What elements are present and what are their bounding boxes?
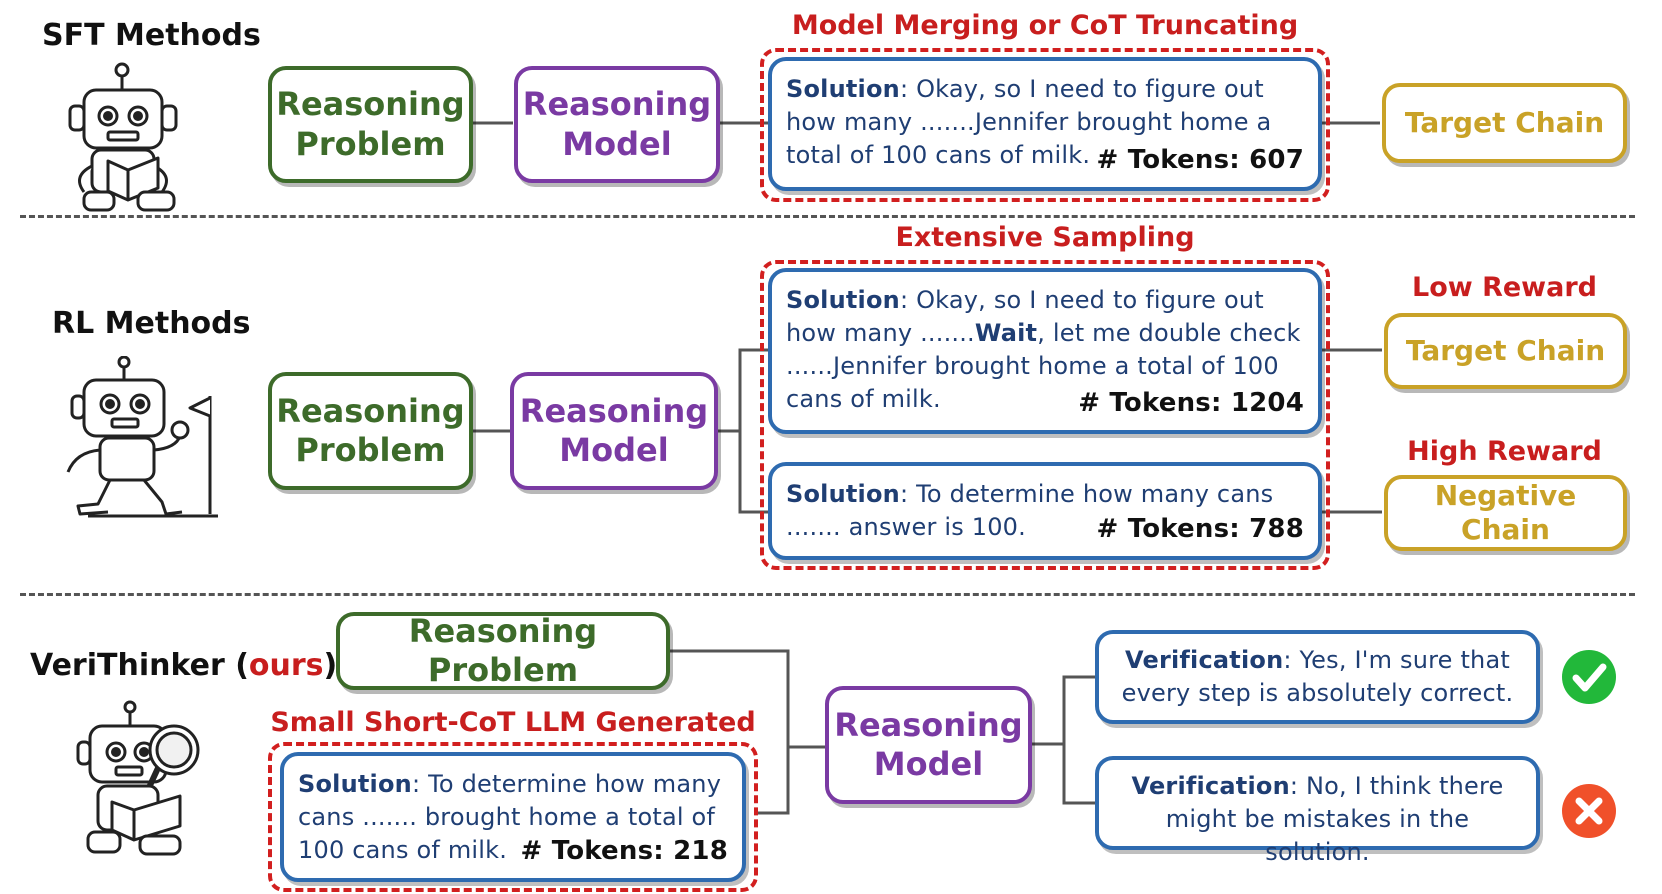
title-ours-highlight: ours	[248, 648, 324, 683]
title-end: )	[323, 648, 338, 683]
verification-text: : Yes, I'm sure that every step is absol…	[1121, 646, 1514, 708]
solution-key: Solution	[786, 75, 900, 103]
solution-text: : To determine how many cans ....... ans…	[786, 480, 1274, 542]
ours-link-problem-model	[670, 649, 825, 749]
token-count: # Tokens: 1204	[1078, 388, 1304, 419]
verification-key: Verification	[1125, 646, 1284, 674]
sft-reasoning-model-box: Reasoning Model	[514, 66, 720, 183]
solution-key: Solution	[786, 480, 900, 508]
verification-text: : No, I think there might be mistakes in…	[1165, 772, 1504, 867]
solution-text: : Okay, so I need to figure out how many…	[786, 75, 1272, 170]
walking-robot-with-flag-icon	[66, 356, 218, 518]
rl-reasoning-problem-box: Reasoning Problem	[268, 372, 473, 490]
rl-link-model-sol1	[716, 348, 768, 433]
solution-key: Solution	[786, 286, 900, 314]
token-count: # Tokens: 218	[520, 836, 728, 867]
cross-icon	[1562, 784, 1616, 838]
token-count: # Tokens: 607	[1096, 145, 1304, 176]
high-reward-label: High Reward	[1407, 436, 1602, 467]
ours-link-solution-model	[755, 747, 790, 815]
robot-with-magnifier-icon	[76, 700, 200, 856]
ours-reasoning-problem-box: Reasoning Problem	[336, 612, 670, 690]
sft-reasoning-problem-box: Reasoning Problem	[268, 66, 473, 183]
sft-section-title: SFT Methods	[42, 18, 261, 53]
section-separator	[20, 215, 1635, 218]
rl-negative-chain-box: Negative Chain	[1384, 475, 1627, 551]
ours-dashed-frame	[268, 742, 758, 892]
solution-text: : To determine how many cans ....... bro…	[298, 770, 722, 865]
solution-text: , let me double check ......Jennifer bro…	[786, 319, 1301, 414]
rl-reasoning-model-box: Reasoning Model	[510, 372, 718, 490]
title-main: VeriThinker (	[30, 648, 249, 683]
sft-target-chain-box: Target Chain	[1382, 83, 1627, 163]
sft-dashed-frame	[760, 48, 1330, 202]
rl-solution-short-box: Solution: To determine how many cans ...…	[768, 462, 1322, 560]
ours-section-title: VeriThinker (ours)	[30, 648, 337, 683]
rl-solution-long-box: Solution: Okay, so I need to figure out …	[768, 268, 1322, 434]
check-icon	[1562, 650, 1616, 704]
wait-keyword: Wait	[974, 319, 1038, 348]
token-count: # Tokens: 788	[1096, 514, 1304, 545]
section-separator	[20, 593, 1635, 596]
ours-reasoning-model-box: Reasoning Model	[825, 686, 1032, 804]
ours-solution-box: Solution: To determine how many cans ...…	[280, 752, 746, 882]
solution-text: : Okay, so I need to figure out how many…	[786, 286, 1264, 348]
verification-negative-box: Verification: No, I think there might be…	[1095, 756, 1540, 866]
rl-link-model-sol2	[738, 431, 768, 514]
low-reward-label: Low Reward	[1411, 272, 1597, 303]
verification-key: Verification	[1131, 772, 1290, 800]
verification-positive-box: Verification: Yes, I'm sure that every s…	[1095, 630, 1540, 724]
reading-robot-icon	[68, 62, 178, 212]
ours-generator-label: Small Short-CoT LLM Generated	[270, 707, 756, 738]
rl-section-title: RL Methods	[52, 306, 251, 341]
ours-link-model-ver1	[1032, 675, 1095, 746]
sft-solution-box: Solution: Okay, so I need to figure out …	[768, 57, 1322, 191]
rl-dashed-frame	[760, 260, 1330, 570]
rl-method-label: Extensive Sampling	[895, 222, 1195, 253]
rl-target-chain-box: Target Chain	[1384, 313, 1627, 389]
sft-method-label: Model Merging or CoT Truncating	[791, 10, 1299, 41]
solution-key: Solution	[298, 770, 412, 798]
ours-link-model-ver2	[1062, 744, 1095, 805]
